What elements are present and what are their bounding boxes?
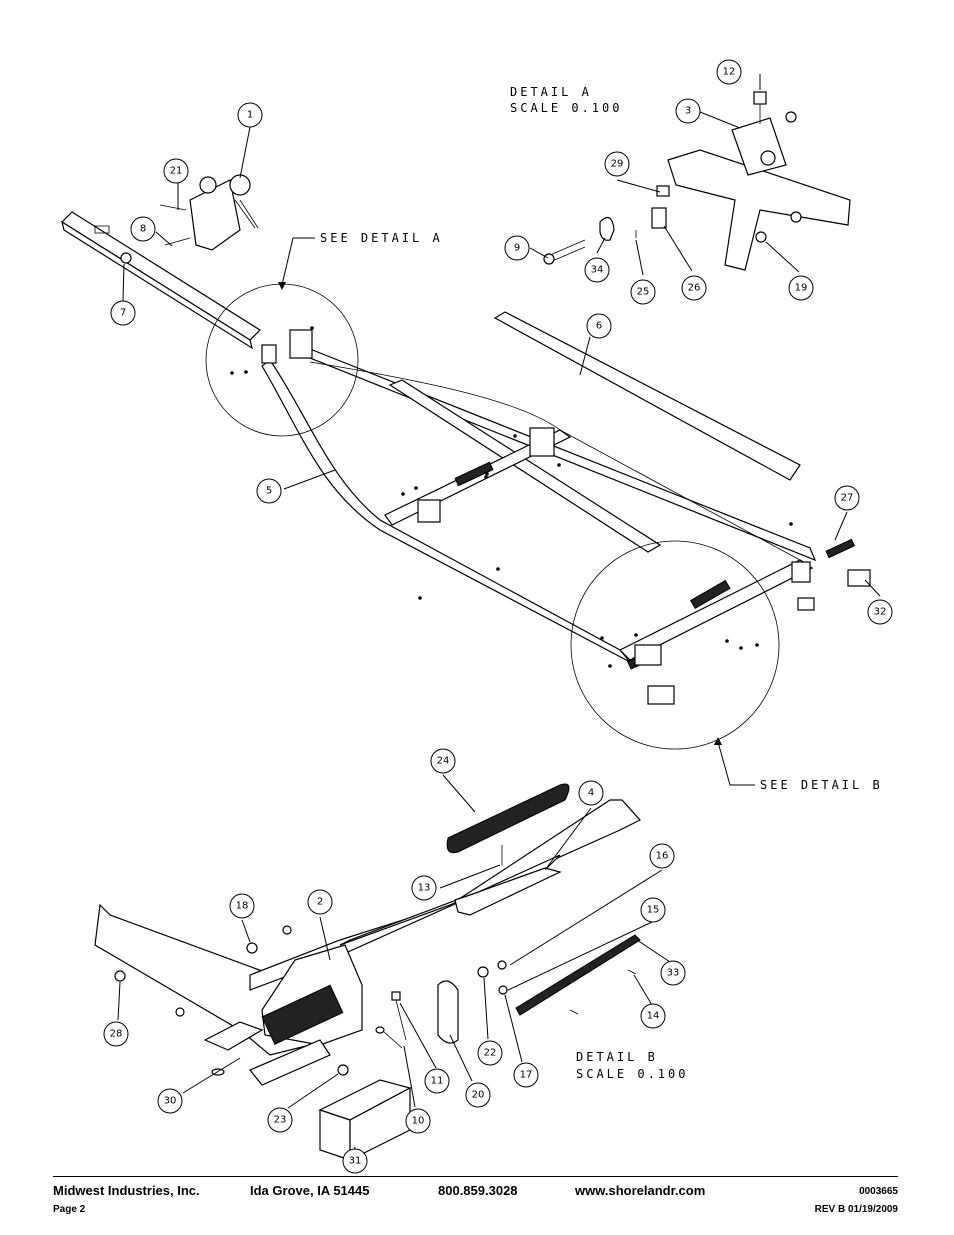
svg-text:18: 18	[236, 901, 249, 912]
svg-text:30: 30	[164, 1096, 177, 1107]
detail-a-scale: SCALE 0.100	[510, 101, 622, 115]
company-website: www.shorelandr.com	[575, 1183, 706, 1198]
detail-b-scale: SCALE 0.100	[576, 1067, 688, 1081]
balloon-18: 18	[229, 893, 255, 919]
balloon-30: 30	[157, 1088, 183, 1114]
svg-text:9: 9	[514, 243, 520, 254]
balloon-15: 15	[640, 897, 666, 923]
balloon-20: 20	[465, 1082, 491, 1108]
balloon-24: 24	[430, 748, 456, 774]
svg-text:29: 29	[611, 159, 624, 170]
svg-text:2: 2	[317, 897, 323, 908]
balloon-1: 1	[237, 102, 263, 128]
balloon-10: 10	[405, 1108, 431, 1134]
detail-callouts: SEE DETAIL A SEE DETAIL B	[205, 231, 883, 792]
detail-b: DETAIL B SCALE 0.100	[94, 783, 688, 1161]
svg-text:11: 11	[431, 1076, 444, 1087]
svg-text:32: 32	[874, 607, 887, 618]
balloon-6: 6	[586, 313, 612, 339]
svg-text:19: 19	[795, 283, 808, 294]
see-detail-a-label: SEE DETAIL A	[320, 231, 443, 245]
detail-a-title: DETAIL A	[510, 85, 592, 99]
svg-text:14: 14	[647, 1011, 660, 1022]
balloon-16: 16	[649, 843, 675, 869]
svg-text:31: 31	[349, 1156, 362, 1167]
svg-text:5: 5	[266, 486, 272, 497]
balloon-28: 28	[103, 1021, 129, 1047]
balloon-22: 22	[477, 1040, 503, 1066]
balloon-27: 27	[834, 485, 860, 511]
balloon-14: 14	[640, 1003, 666, 1029]
document-number: 0003665	[859, 1186, 898, 1197]
balloon-8: 8	[130, 216, 156, 242]
svg-text:6: 6	[596, 321, 602, 332]
balloon-25: 25	[630, 279, 656, 305]
page-footer: Midwest Industries, Inc. Ida Grove, IA 5…	[53, 1176, 898, 1215]
svg-text:12: 12	[723, 67, 736, 78]
company-name: Midwest Industries, Inc.	[53, 1183, 200, 1198]
company-location: Ida Grove, IA 51445	[250, 1183, 370, 1198]
balloon-7: 7	[110, 300, 136, 326]
balloon-3: 3	[675, 98, 701, 124]
svg-text:8: 8	[140, 224, 146, 235]
balloon-29: 29	[604, 151, 630, 177]
svg-text:20: 20	[472, 1090, 485, 1101]
svg-text:23: 23	[274, 1115, 287, 1126]
trailer-frame	[61, 211, 871, 705]
svg-text:28: 28	[110, 1029, 123, 1040]
balloon-5: 5	[256, 478, 282, 504]
svg-text:1: 1	[247, 110, 253, 121]
revision-date: REV B 01/19/2009	[814, 1204, 898, 1215]
balloon-17: 17	[513, 1062, 539, 1088]
parts-diagram: DETAIL A SCALE 0.100 SEE DETAIL A SEE DE…	[61, 59, 893, 1174]
leader-lines	[117, 74, 881, 1163]
balloon-23: 23	[267, 1107, 293, 1133]
balloon-21: 21	[163, 158, 189, 184]
svg-text:26: 26	[688, 283, 701, 294]
svg-text:4: 4	[588, 788, 594, 799]
svg-text:15: 15	[647, 905, 660, 916]
balloon-2: 2	[307, 889, 333, 915]
detail-a: DETAIL A SCALE 0.100	[510, 85, 851, 271]
svg-text:27: 27	[841, 493, 854, 504]
svg-text:24: 24	[437, 756, 450, 767]
svg-text:33: 33	[667, 968, 680, 979]
svg-text:34: 34	[591, 265, 604, 276]
balloon-31: 31	[342, 1148, 368, 1174]
company-phone: 800.859.3028	[438, 1183, 518, 1198]
svg-text:22: 22	[484, 1048, 497, 1059]
balloon-9: 9	[504, 235, 530, 261]
balloon-4: 4	[578, 780, 604, 806]
page-number: Page 2	[53, 1204, 86, 1215]
svg-text:10: 10	[412, 1116, 425, 1127]
svg-text:21: 21	[170, 166, 183, 177]
balloon-19: 19	[788, 275, 814, 301]
svg-text:3: 3	[685, 106, 691, 117]
see-detail-b-label: SEE DETAIL B	[760, 778, 883, 792]
balloon-12: 12	[716, 59, 742, 85]
detail-b-title: DETAIL B	[576, 1050, 658, 1064]
svg-text:17: 17	[520, 1070, 533, 1081]
svg-text:16: 16	[656, 851, 669, 862]
svg-text:25: 25	[637, 287, 650, 298]
svg-text:7: 7	[120, 308, 126, 319]
balloon-13: 13	[411, 875, 437, 901]
balloon-34: 34	[584, 257, 610, 283]
balloon-32: 32	[867, 599, 893, 625]
svg-text:13: 13	[418, 883, 431, 894]
balloons: 1 2 3 4 5 6 7 8 9 10 11 12 13 14 15 16 1…	[103, 59, 893, 1174]
balloon-11: 11	[424, 1068, 450, 1094]
balloon-33: 33	[660, 960, 686, 986]
winch-stand	[120, 174, 259, 264]
balloon-26: 26	[681, 275, 707, 301]
